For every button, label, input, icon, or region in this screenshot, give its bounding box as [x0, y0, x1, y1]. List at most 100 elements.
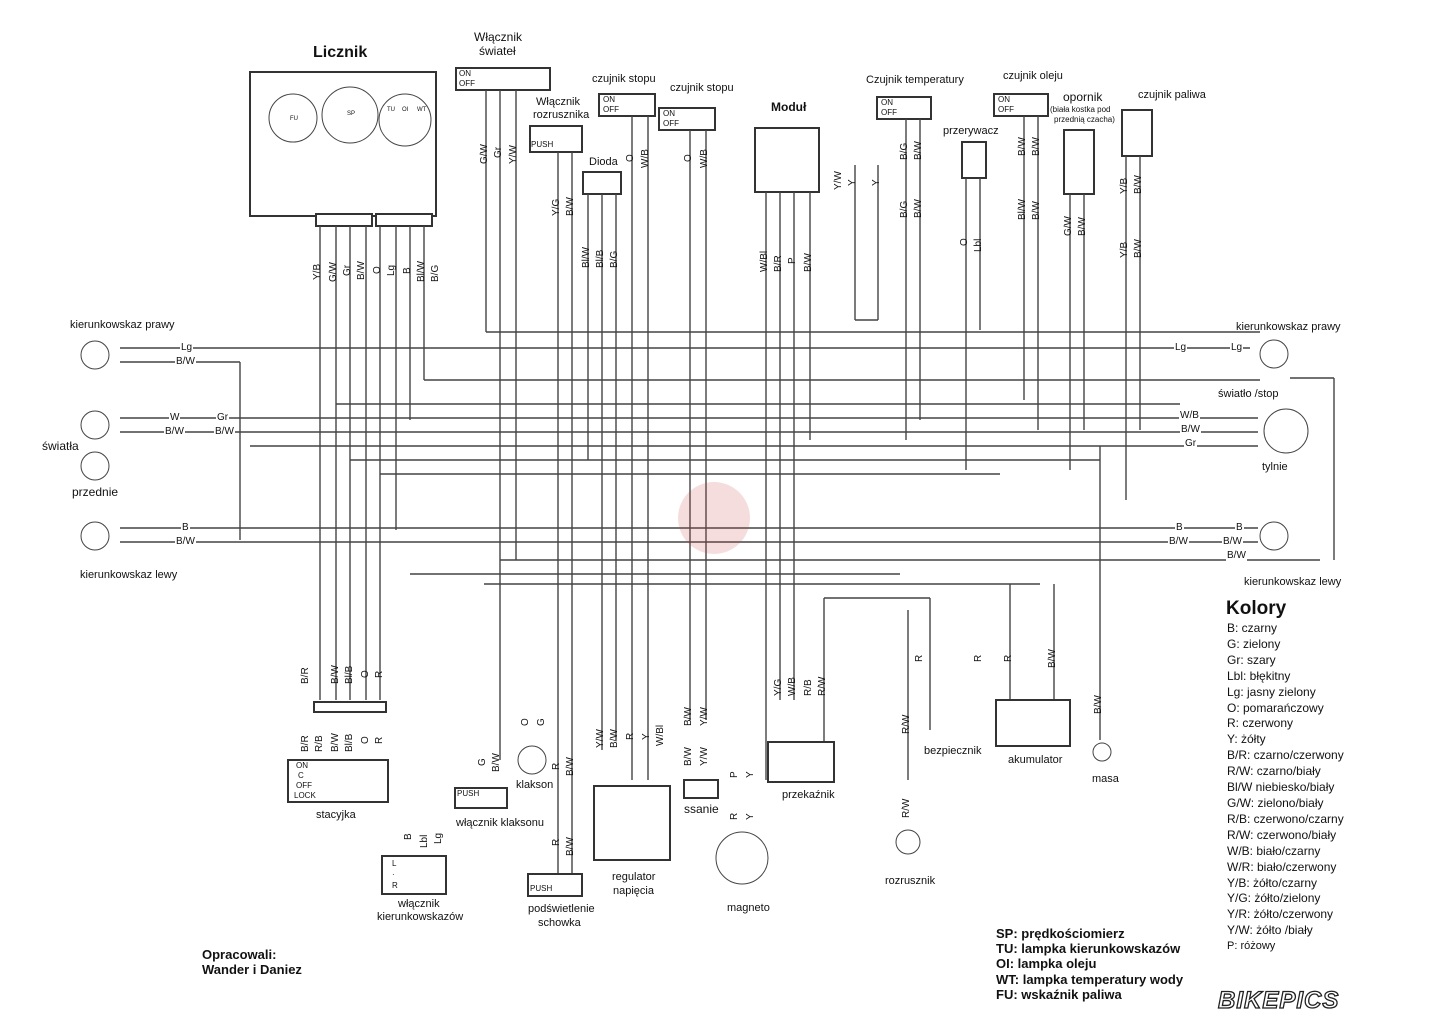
wire-label: Gr — [493, 146, 504, 158]
przerywacz-label: przerywacz — [943, 125, 999, 137]
legend-item: Gr: szary — [1227, 652, 1276, 667]
stop2-on: ON — [663, 109, 675, 118]
wire-label: Lbl — [419, 834, 430, 848]
wire-label: R/B — [803, 679, 814, 696]
wire-label: Lbl — [973, 238, 984, 252]
wire-label: B/W — [1093, 695, 1104, 714]
wire-label: Bl/B — [344, 733, 355, 752]
wire-label: R/W — [901, 714, 912, 734]
stacyjka-connector — [313, 701, 387, 713]
opornik-note-1: (biała kostka pod — [1050, 105, 1111, 114]
horizontal-wires — [120, 331, 1335, 780]
wire-label: Y/G — [551, 198, 562, 216]
przednie-label: przednie — [72, 485, 119, 499]
klakson-label: klakson — [516, 779, 554, 791]
wire-label: B/W — [609, 729, 620, 748]
wire-label: B/W — [1031, 201, 1042, 220]
tylnie-label: tylnie — [1262, 461, 1288, 473]
stacyjka-off: OFF — [296, 781, 312, 790]
podswietlenie-box — [527, 873, 583, 897]
wire-label: W/Bl — [655, 724, 666, 746]
wire-label: Y/B — [312, 263, 323, 280]
wire-label: B/W — [565, 837, 576, 856]
wire-label: Bl/W — [1017, 198, 1028, 220]
wire-label: Lg — [1174, 342, 1188, 353]
wire-label: B/W — [1077, 217, 1088, 236]
temp-box — [876, 96, 932, 120]
wire-label: Y/W — [833, 171, 844, 190]
stacyjka-c: C — [298, 771, 304, 780]
wire-label: B — [402, 267, 413, 274]
gauge-sp-label: SP — [347, 111, 356, 117]
podswietlenie-label-1: podświetlenie — [528, 903, 595, 915]
legend-item: B: czarny — [1227, 621, 1278, 635]
wire-label: O — [520, 718, 531, 726]
legend-item: W/R: biało/czerwony — [1227, 859, 1337, 874]
wire-label: W — [169, 412, 181, 423]
wire-label: Bl/W — [416, 260, 427, 282]
swiatel-on: ON — [459, 69, 471, 78]
czujnik-temperatury-label: Czujnik temperatury — [866, 74, 964, 86]
kierunkowskaz-prawy-right-label: kierunkowskaz prawy — [1236, 321, 1341, 333]
wire-label: W/B — [699, 149, 710, 168]
wire-label: B/W — [1180, 424, 1201, 435]
wire-label: Lg — [433, 832, 444, 844]
wire-label: R — [729, 812, 740, 820]
gauge-fu-label: FU — [290, 116, 298, 122]
note-line: FU: wskaźnik paliwa — [996, 986, 1122, 1002]
wire-label: B/R — [300, 667, 311, 684]
legend-item: Y: żółty — [1227, 732, 1266, 747]
wire-label: B/W — [1017, 137, 1028, 156]
wire-label: B/W — [175, 536, 196, 547]
wire-label: B/W — [356, 261, 367, 280]
klaksonu-box — [454, 787, 508, 809]
legend-item: R/W: czerwono/biały — [1227, 827, 1337, 842]
legend-item: B/R: czarno/czerwony — [1227, 748, 1344, 763]
kierunkowskazow-dot: · — [392, 870, 395, 879]
wire-label: Bl/B — [595, 249, 606, 268]
rozrusznik-label: rozrusznik — [885, 875, 936, 887]
magneto-shape — [715, 831, 769, 885]
wire-label: R — [374, 670, 385, 678]
przerywacz-box — [961, 141, 987, 179]
gauge-wt-label: WT — [417, 107, 427, 113]
przekaznik-box — [767, 741, 835, 783]
wire-label: Y — [641, 733, 652, 740]
wire-label: O — [959, 238, 970, 246]
legend-item: Lg: jasny zielony — [1227, 684, 1316, 699]
wire-label: G/W — [1063, 216, 1074, 236]
licznik-title: Licznik — [313, 44, 368, 61]
wire-label: B/R — [300, 735, 311, 752]
legend-item: O: pomarańczowy — [1227, 700, 1324, 715]
wire-label: O — [683, 154, 694, 162]
rozrusznika-push: PUSH — [531, 140, 554, 149]
wire-label: B/W — [913, 199, 924, 218]
stop1-on: ON — [603, 95, 615, 104]
wire-label: Y/W — [699, 707, 710, 726]
regulator-label-1: regulator — [612, 871, 656, 883]
magneto-label: magneto — [727, 902, 770, 914]
gauge-fu — [268, 93, 318, 143]
wire-label: B/W — [175, 356, 196, 367]
stacyjka-label: stacyjka — [316, 809, 356, 821]
wire-label: Gr — [1184, 438, 1198, 449]
note-line: OI: lampka oleju — [996, 956, 1097, 972]
legend-item: R/B: czerwono/czarny — [1227, 811, 1344, 826]
stacyjka-lock: LOCK — [294, 791, 316, 800]
wire-label: B/W — [913, 141, 924, 160]
wire-label: R — [1003, 654, 1014, 662]
wire-label: R — [625, 732, 636, 740]
swiatel-off: OFF — [459, 79, 475, 88]
credits-line: Opracowali: — [202, 947, 277, 962]
wire-label: B/W — [1031, 137, 1042, 156]
wire-label: Y — [745, 771, 756, 778]
wire-label: W/B — [787, 677, 798, 696]
wire-label: B/W — [1168, 536, 1189, 547]
wire-label: G — [477, 758, 488, 766]
swiatlo-stop-label: światło /stop — [1218, 388, 1279, 400]
ssanie-label: ssanie — [684, 802, 719, 816]
wire-label: G/W — [479, 144, 490, 164]
wire-label: Bl/B — [344, 665, 355, 684]
wire-label: R/W — [901, 798, 912, 818]
